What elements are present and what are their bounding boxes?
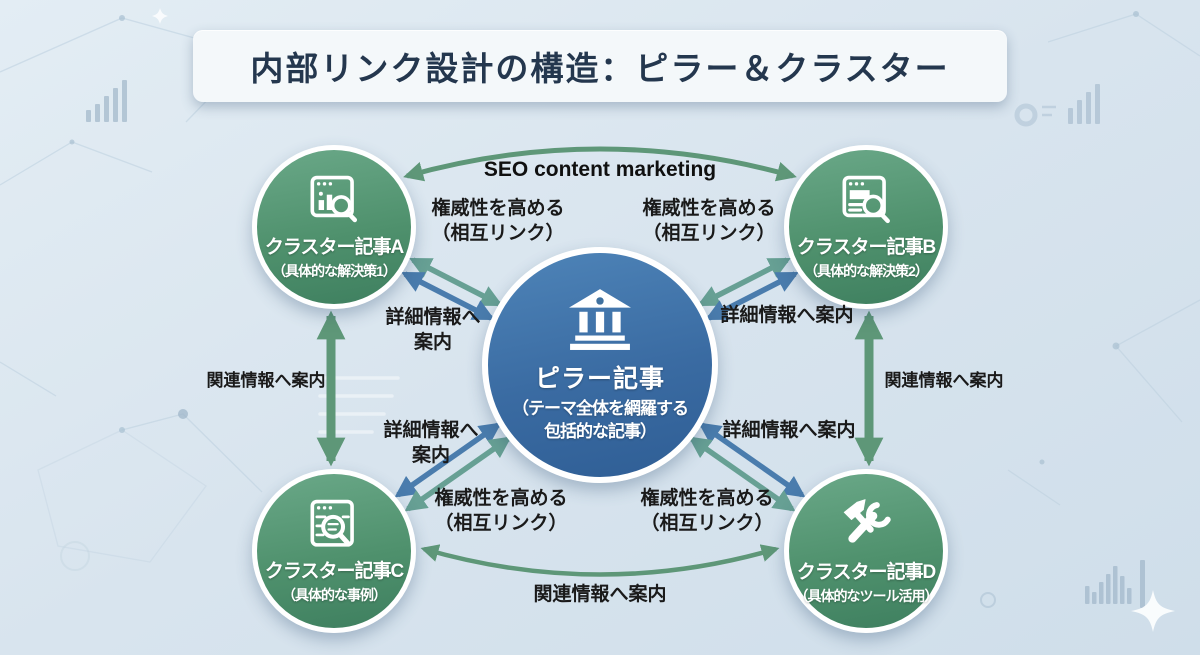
arrow-bottom-c-d — [420, 544, 780, 577]
pillar-node: ピラー記事 （テーマ全体を網羅する 包括的な記事） — [482, 247, 718, 483]
page-search-icon — [310, 499, 354, 547]
cluster-subtitle: （具体的な解決策1） — [272, 263, 397, 279]
bar-chart-icon — [1068, 84, 1100, 124]
bank-icon — [569, 288, 631, 350]
cluster-subtitle: （具体的な解決策2） — [804, 263, 929, 279]
cluster-node-d: クラスター記事D （具体的なツール活用） — [784, 469, 948, 633]
sparkle-icon — [1131, 590, 1175, 632]
sparkle-icon — [152, 8, 168, 24]
label-authority-bottom-right: 権威性を高める （相互リンク） — [640, 488, 774, 535]
bar-chart-icon — [1085, 560, 1145, 608]
tools-icon — [843, 499, 891, 543]
arrow-b-pillar-blue — [705, 271, 799, 321]
label-authority-top-left: 権威性を高める （相互リンク） — [431, 198, 565, 245]
cluster-subtitle: （具体的な事例） — [282, 587, 387, 603]
pillar-subtitle-line1: （テーマ全体を網羅する — [512, 398, 689, 418]
title-bar: 内部リンク設計の構造：ピラー＆クラスター — [193, 30, 1007, 102]
label-seo-content-marketing: SEO content marketing — [483, 158, 717, 181]
arrow-d-pillar-teal — [688, 436, 796, 512]
arrow-c-pillar-teal — [404, 436, 512, 512]
label-detail-bottom-left: 詳細情報へ 案内 — [383, 420, 479, 467]
cluster-title: クラスター記事C — [264, 561, 404, 582]
analytics-search-icon — [310, 175, 358, 223]
cluster-title: クラスター記事D — [796, 562, 936, 583]
cluster-node-c: クラスター記事C （具体的な事例） — [252, 469, 416, 633]
pillar-title: ピラー記事 — [534, 364, 665, 393]
cluster-node-a: クラスター記事A （具体的な解決策1） — [252, 145, 416, 309]
label-detail-top-left: 詳細情報へ 案内 — [385, 307, 481, 354]
cluster-subtitle: （具体的なツール活用） — [794, 588, 939, 604]
label-detail-top-right: 詳細情報へ案内 — [720, 305, 854, 326]
article-search-icon — [842, 175, 890, 224]
arrow-a-pillar-blue — [401, 271, 495, 321]
ring-dot — [60, 541, 90, 571]
pillar-subtitle-line2: 包括的な記事） — [544, 421, 657, 441]
label-related-left: 関連情報へ案内 — [206, 371, 326, 390]
label-related-bottom: 関連情報へ案内 — [533, 584, 667, 605]
label-related-right: 関連情報へ案内 — [884, 371, 1004, 390]
bar-chart-icon — [86, 80, 127, 122]
ring-dot — [980, 592, 996, 608]
cluster-title: クラスター記事A — [264, 237, 404, 258]
cluster-title: クラスター記事B — [796, 237, 936, 258]
donut-chart-icon — [1014, 103, 1056, 127]
arrow-top-a-b — [403, 146, 797, 182]
page-title: 内部リンク設計の構造：ピラー＆クラスター — [250, 50, 950, 87]
cluster-node-b: クラスター記事B （具体的な解決策2） — [784, 145, 948, 309]
label-detail-bottom-right: 詳細情報へ案内 — [722, 420, 856, 441]
label-authority-top-right: 権威性を高める （相互リンク） — [642, 198, 776, 245]
label-authority-bottom-left: 権威性を高める （相互リンク） — [434, 488, 568, 535]
